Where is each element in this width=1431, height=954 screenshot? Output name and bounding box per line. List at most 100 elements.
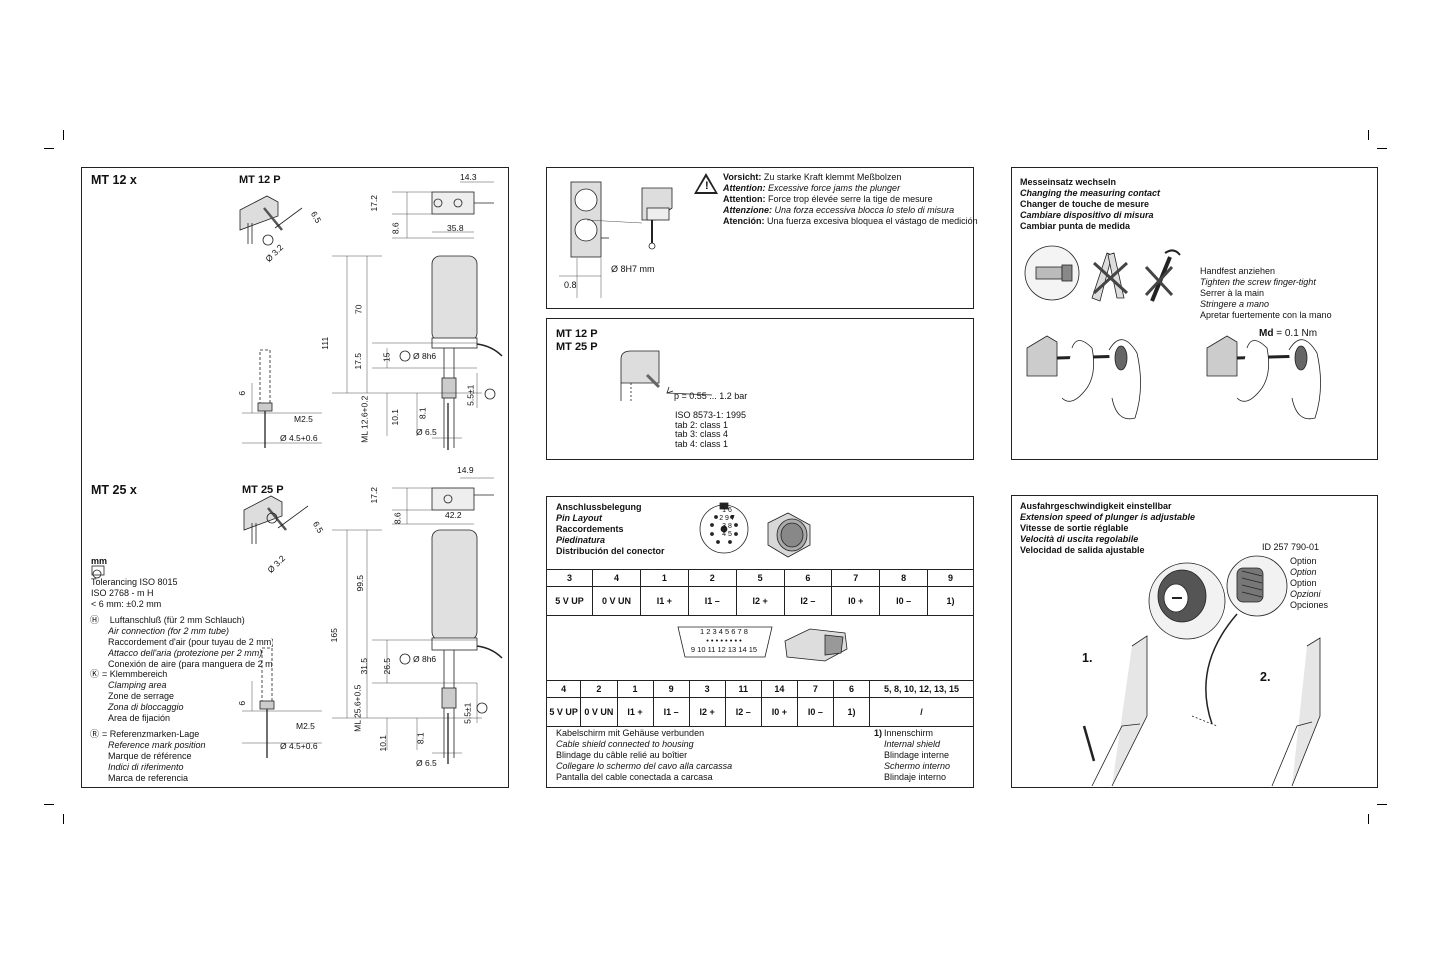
- hands-illustration: [1026, 335, 1321, 420]
- option-line: Option: [1290, 578, 1317, 588]
- note-line: Blindage interne: [884, 750, 950, 760]
- title-line: Anschlussbelegung: [556, 502, 642, 512]
- signal-cell: I1 +: [640, 586, 689, 616]
- dim-label: 6: [237, 390, 248, 396]
- pin-number-cell: 3: [545, 569, 594, 587]
- mt25p-title: MT 25 P: [242, 484, 284, 496]
- warning-line: Atención: Una fuerza excesiva bloquea el…: [723, 216, 978, 226]
- torque-spec: Md = 0.1 Nm: [1259, 328, 1318, 339]
- signal-cell: 1): [832, 697, 871, 727]
- signal-cell: 5 V UP: [545, 586, 594, 616]
- plunger-diagram: [559, 181, 673, 298]
- pin-number-cell: 2: [580, 680, 618, 698]
- pin-number-cell: 1: [640, 569, 689, 587]
- option-line: Opzioni: [1290, 589, 1321, 599]
- title-line: Extension speed of plunger is adjustable: [1020, 512, 1196, 522]
- pin-number-cell: 5, 8, 10, 12, 13, 15: [869, 680, 974, 698]
- dim-label: 5.5±1: [465, 384, 476, 406]
- signal-cell: I0 +: [760, 697, 798, 727]
- mt25-drawing: [91, 477, 503, 764]
- crop-mark: [1377, 804, 1387, 805]
- title-line: Cambiare dispositivo di misura: [1020, 210, 1154, 220]
- signal-cell: /: [869, 697, 974, 727]
- crop-mark: [1368, 130, 1369, 140]
- bore-label: Ø 8H7 mm: [611, 264, 655, 274]
- crop-mark: [44, 804, 54, 805]
- title-line: Changing the measuring contact: [1020, 188, 1161, 198]
- signal-cell: I1 –: [687, 586, 737, 616]
- signal-cell: I0 +: [831, 586, 881, 616]
- signal-cell: I2 –: [783, 586, 833, 616]
- signal-cell: 0 V UN: [592, 586, 642, 616]
- crop-mark: [1368, 814, 1369, 824]
- dim-label: Ø 4.5+0.6: [280, 433, 318, 443]
- warning-icon-inner: [697, 177, 715, 192]
- option-line: Opciones: [1290, 600, 1329, 610]
- pin-number-cell: 14: [760, 680, 798, 698]
- title-line: Velocidad de salida ajustable: [1020, 545, 1145, 555]
- pressure-title: MT 12 P MT 25 P: [556, 328, 598, 353]
- pin-number-cell: 9: [652, 680, 690, 698]
- flatness-label: 0.8: [564, 280, 577, 290]
- instruction-line: Apretar fuertemente con la mano: [1200, 310, 1332, 320]
- option-line: Option: [1290, 567, 1317, 577]
- pin-number-cell: 7: [831, 569, 881, 587]
- footnote-marker: 1): [874, 728, 883, 738]
- crop-mark: [44, 148, 54, 149]
- air-connection-diagram: [620, 350, 713, 401]
- legend-air: = Luftanschluß (für 2 mm Schlauch) Air c…: [108, 615, 273, 669]
- speed-adjust-diagram: [1082, 555, 1321, 787]
- title-line: Changer de touche de mesure: [1020, 199, 1150, 209]
- dim-label: 111: [320, 336, 331, 350]
- title-line: Distribución del conector: [556, 546, 665, 556]
- note-line: Cable shield connected to housing: [556, 739, 694, 749]
- signal-cell: 0 V UN: [580, 697, 618, 727]
- dim-label: Ø 6.5: [416, 427, 437, 437]
- pin-number-cell: 2: [687, 569, 737, 587]
- dim-label: 14.9: [457, 465, 474, 475]
- mt12p-title: MT 12 P: [239, 174, 281, 186]
- pin-number-cell: 1: [616, 680, 654, 698]
- pressure-range: p = 0.55 ... 1.2 bar: [674, 391, 748, 401]
- dim-label: 15: [381, 352, 392, 362]
- instruction-line: Stringere a mano: [1200, 299, 1270, 309]
- warning-line: Attenzione: Una forza eccessiva blocca l…: [723, 205, 955, 215]
- crop-mark: [1377, 148, 1387, 149]
- dim-label: 8.6: [390, 222, 401, 235]
- warning-line: Attention: Force trop élevée serre la ti…: [723, 194, 933, 204]
- dim-label: M2.5: [294, 414, 313, 424]
- option-id: ID 257 790-01: [1262, 542, 1320, 552]
- note-line: Pantalla del cable conectada a carcasa: [556, 772, 713, 782]
- title-line: Vitesse de sortie réglable: [1020, 523, 1129, 533]
- dim-label: 99.5: [355, 574, 366, 592]
- title-line: Messeinsatz wechseln: [1020, 177, 1117, 187]
- step-1-label: 1.: [1082, 651, 1093, 665]
- mt12-drawing: [239, 181, 503, 450]
- h1-symbol-icon: Ⓗ: [90, 615, 100, 625]
- dim-label: 35.8: [447, 223, 464, 233]
- pin-number-cell: 3: [688, 680, 726, 698]
- signal-cell: I1 +: [616, 697, 654, 727]
- signal-cell: 1): [926, 586, 975, 616]
- title-line: Cambiar punta de medida: [1020, 221, 1131, 231]
- dim-label: 17.2: [369, 194, 380, 212]
- dim-label: Ø 8h6: [413, 654, 437, 664]
- pin-number-cell: 4: [592, 569, 642, 587]
- dim-label: 165: [328, 628, 339, 643]
- step-2-label: 2.: [1260, 670, 1271, 684]
- dim-label: M2.5: [296, 721, 315, 731]
- dim-label: 17.5: [353, 352, 364, 370]
- signal-cell: I2 +: [735, 586, 785, 616]
- round-pin-numbers: 1 6 2 9 7 3 8 4 5: [719, 507, 735, 538]
- warning-text: Vorsicht: Zu starke Kraft klemmt Meßbolz…: [723, 172, 978, 227]
- instruction-line: Serrer à la main: [1200, 288, 1265, 298]
- dim-label: 6: [237, 700, 248, 706]
- signal-cell: I0 –: [879, 586, 928, 616]
- legend-clamp: = Klemmbereich Clamping area Zone de ser…: [102, 669, 184, 723]
- dim-label: 5.5±1: [462, 702, 473, 724]
